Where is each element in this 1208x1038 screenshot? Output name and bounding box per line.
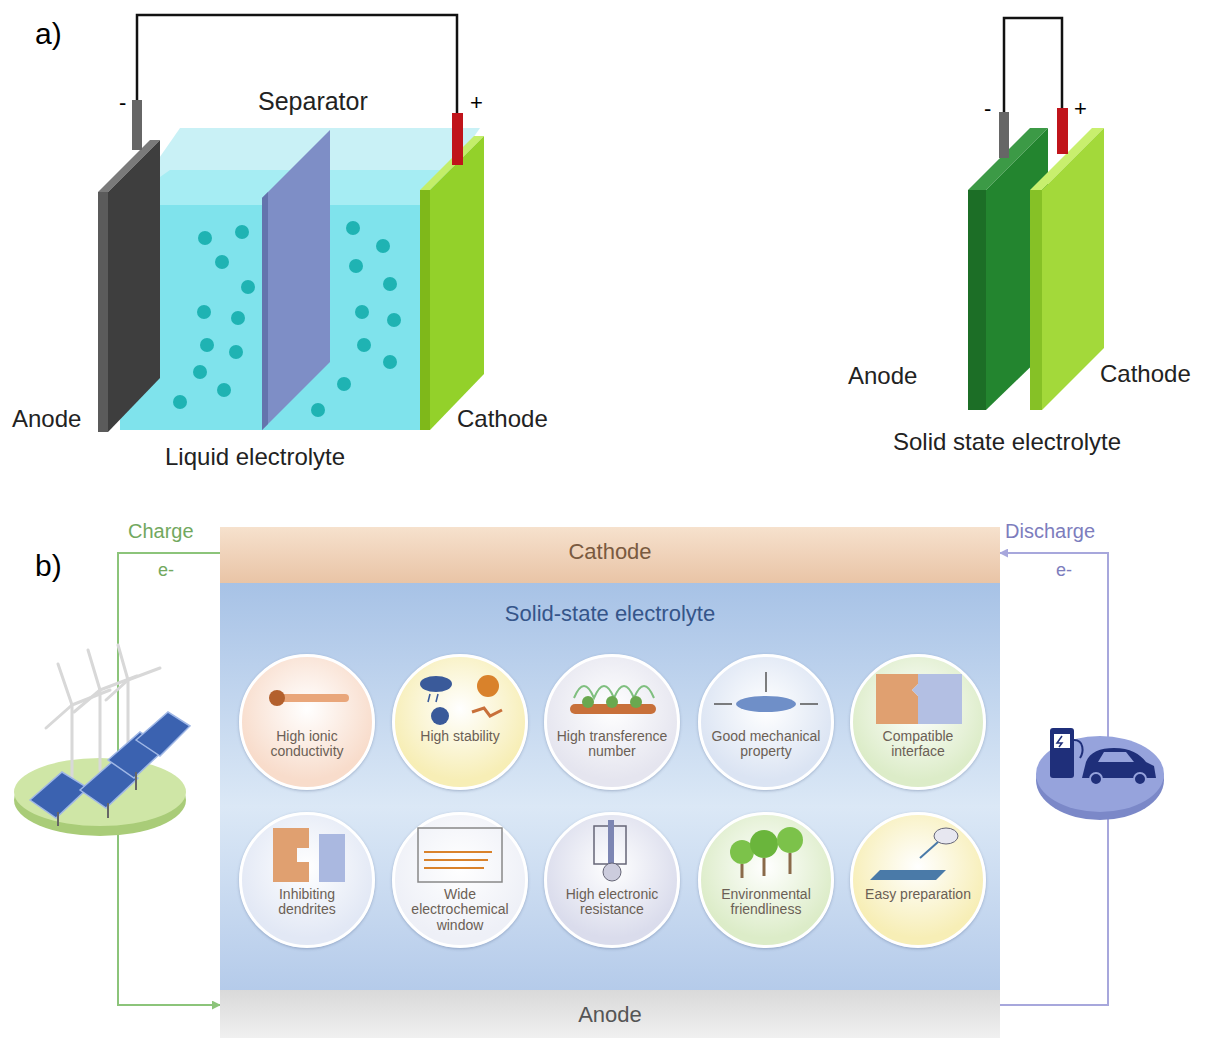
property-label: High electronic resistance (556, 887, 668, 918)
anode-slab (986, 128, 1048, 410)
property-label: Wide electrochemical window (404, 887, 516, 933)
anode-plate-side (98, 192, 108, 432)
band-label: Anode (220, 990, 1000, 1028)
cathode-terminal (452, 113, 463, 165)
property-circle: High electronic resistance (544, 812, 680, 948)
property-icon (698, 812, 834, 948)
separator-edge (262, 192, 268, 430)
property-label: Compatible interface (862, 729, 974, 760)
ev-charger (1036, 728, 1164, 820)
text-label: Liquid electrolyte (165, 443, 345, 472)
property-circle: High transference number (544, 654, 680, 790)
property-icon (698, 654, 834, 790)
band-label: Cathode (220, 527, 1000, 565)
text-label: + (1074, 96, 1087, 122)
property-label: High ionic conductivity (251, 729, 363, 760)
panel-heading: Solid-state electrolyte (220, 583, 1000, 627)
property-icon (544, 812, 680, 948)
property-icon (850, 654, 986, 790)
anode-slab-side (968, 190, 986, 410)
anode-plate (108, 140, 160, 432)
text-label: a) (35, 16, 62, 52)
cathode-plate (430, 136, 484, 430)
anode-band: Anode (220, 990, 1000, 1038)
property-circle: Good mechanical property (698, 654, 834, 790)
text-label: Solid state electrolyte (893, 428, 1121, 457)
property-circle: Wide electrochemical window (392, 812, 528, 948)
renewable-source (14, 645, 190, 836)
cathode-slab-side (1030, 190, 1042, 410)
property-circle: Easy preparation (850, 812, 986, 948)
property-label: High stability (404, 729, 516, 744)
property-label: Good mechanical property (710, 729, 822, 760)
property-circle: High stability (392, 654, 528, 790)
property-icon (544, 654, 680, 790)
anode-terminal (999, 112, 1009, 158)
text-label: e- (1056, 560, 1072, 582)
text-label: Anode (848, 362, 917, 391)
text-label: Cathode (457, 405, 548, 434)
property-label: Environmental friendliness (710, 887, 822, 918)
property-label: Easy preparation (862, 887, 974, 902)
property-circle: Compatible interface (850, 654, 986, 790)
text-label: e- (158, 560, 174, 582)
electrolyte-panel: Solid-state electrolyteHigh ionic conduc… (220, 583, 1000, 990)
wire (137, 15, 457, 118)
property-icon (850, 812, 986, 948)
property-circle: Inhibiting dendrites (239, 812, 375, 948)
property-label: Inhibiting dendrites (251, 887, 363, 918)
property-circle: Environmental friendliness (698, 812, 834, 948)
property-icon (239, 812, 375, 948)
text-label: Charge (128, 519, 194, 543)
property-circle: High ionic conductivity (239, 654, 375, 790)
text-label: - (119, 90, 126, 116)
anode-terminal (132, 100, 142, 150)
wire (1004, 18, 1062, 120)
text-label: Anode (12, 405, 81, 434)
text-label: Separator (258, 86, 368, 116)
text-label: Discharge (1005, 519, 1095, 543)
text-label: - (984, 96, 991, 122)
text-label: + (470, 90, 483, 116)
property-label: High transference number (556, 729, 668, 760)
cathode-band: Cathode (220, 527, 1000, 583)
separator (262, 130, 330, 430)
property-icon (239, 654, 375, 790)
text-label: Cathode (1100, 360, 1191, 389)
text-label: b) (35, 548, 62, 584)
property-icon (392, 654, 528, 790)
cathode-slab (1042, 128, 1104, 410)
cathode-terminal (1057, 108, 1068, 154)
cathode-plate-side (420, 190, 430, 430)
